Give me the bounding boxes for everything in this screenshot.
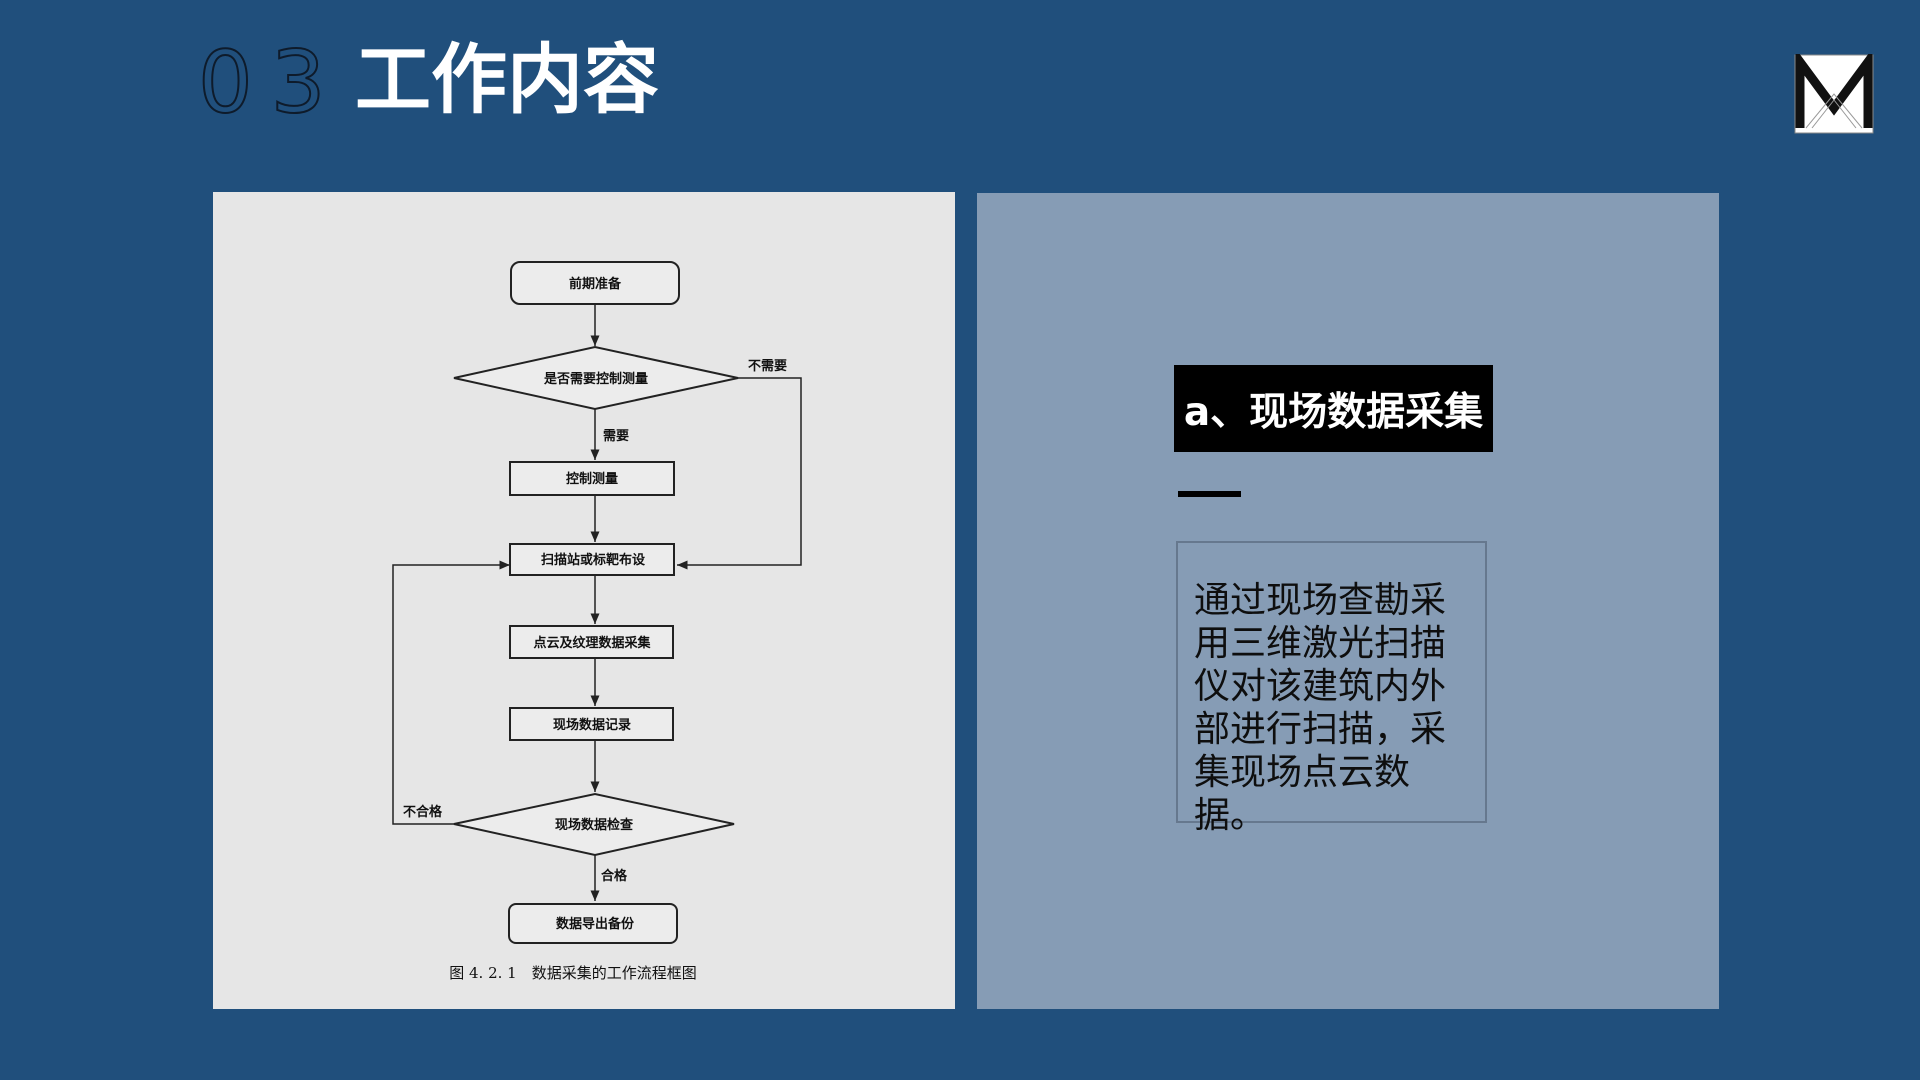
edge-label-not-needed: 不需要 bbox=[748, 359, 787, 374]
node-control-survey bbox=[509, 461, 675, 496]
info-panel: a、现场数据采集 通过现场查勘采用三维激光扫描仪对该建筑内外部进行扫描，采集现场… bbox=[977, 193, 1719, 1009]
edge-label-fail: 不合格 bbox=[403, 804, 443, 820]
node-decision-control bbox=[453, 345, 739, 411]
node-check-label: 现场数据检查 bbox=[555, 817, 634, 833]
node-export-label: 数据导出备份 bbox=[556, 916, 635, 932]
description-box: 通过现场查勘采用三维激光扫描仪对该建筑内外部进行扫描，采集现场点云数据。 bbox=[1176, 541, 1487, 836]
edge-label-pass: 合格 bbox=[601, 868, 628, 884]
node-control-survey-label: 控制测量 bbox=[566, 471, 618, 487]
node-collect-label: 点云及纹理数据采集 bbox=[533, 635, 651, 651]
node-prep-label: 前期准备 bbox=[569, 276, 622, 292]
node-decision-control-label: 是否需要控制测量 bbox=[543, 371, 648, 387]
flowchart: 前期准备 是否需要控制测量 控制测量 扫描站或标靶布设 点云及纹理数据采集 现场… bbox=[392, 261, 802, 982]
node-scan-layout bbox=[509, 543, 675, 576]
heading-underline bbox=[1178, 491, 1241, 497]
node-record bbox=[509, 707, 674, 741]
figure-caption: 图 4. 2. 1 数据采集的工作流程框图 bbox=[449, 964, 696, 982]
section-heading: a、现场数据采集 bbox=[1174, 365, 1493, 452]
flowchart-panel: 前期准备 是否需要控制测量 控制测量 扫描站或标靶布设 点云及纹理数据采集 现场… bbox=[213, 192, 955, 1009]
slide-number: 03 bbox=[197, 33, 344, 133]
node-scan-layout-label: 扫描站或标靶布设 bbox=[541, 552, 646, 568]
edge-label-needed: 需要 bbox=[603, 429, 629, 444]
slide-title: 工作内容 bbox=[355, 35, 659, 124]
node-export bbox=[508, 903, 678, 944]
node-record-label: 现场数据记录 bbox=[553, 717, 631, 733]
edge-not-needed bbox=[677, 377, 802, 570]
node-collect bbox=[509, 625, 674, 659]
m-logo-icon bbox=[1794, 54, 1874, 134]
edge-fail bbox=[392, 560, 510, 825]
node-check bbox=[453, 792, 735, 857]
node-prep bbox=[510, 261, 680, 305]
